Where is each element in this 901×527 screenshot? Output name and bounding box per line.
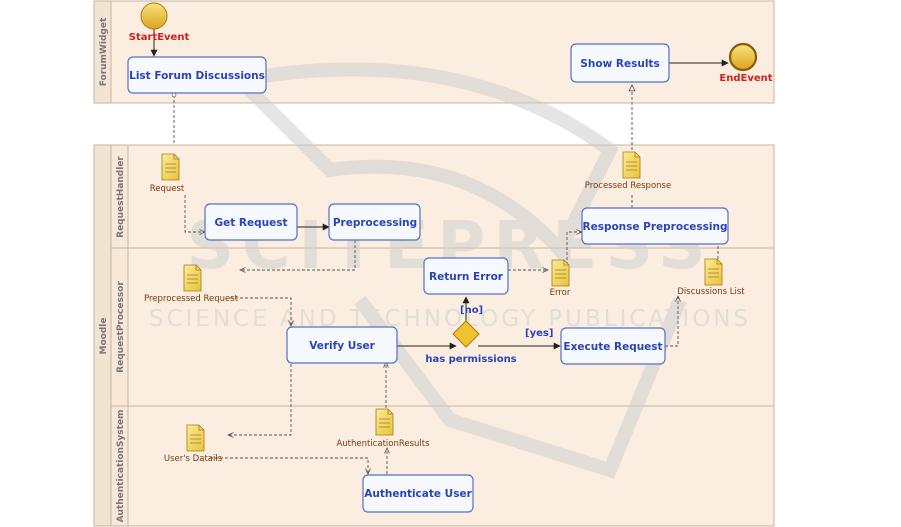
activity-authenticate-user[interactable]: Authenticate User <box>362 474 474 513</box>
start-event[interactable] <box>140 2 168 30</box>
guard-no: [no] <box>460 305 483 316</box>
sequence-flows <box>150 29 729 350</box>
document-request-label: Request <box>150 184 185 194</box>
activity-label: List Forum Discussions <box>129 70 265 82</box>
activity-label: Preprocessing <box>333 217 417 229</box>
data-flows <box>171 85 718 474</box>
activity-execute-request[interactable]: Execute Request <box>560 327 666 365</box>
lane-label-request-processor: RequestProcessor <box>116 281 126 373</box>
pool-label-moodle: Moodle <box>99 318 109 355</box>
document-users-details-icon <box>186 424 205 452</box>
activity-label: Execute Request <box>563 341 662 353</box>
document-discussions-list-icon <box>704 258 723 286</box>
activity-list-forum-discussions[interactable]: List Forum Discussions <box>127 56 267 94</box>
guard-yes: [yes] <box>525 328 553 339</box>
lane-label-authentication-system: AuthenticationSystem <box>116 410 126 523</box>
activity-label: Authenticate User <box>364 488 472 500</box>
document-users-details-label: User's Datails <box>164 454 223 464</box>
gateway-label: has permissions <box>425 354 516 365</box>
activity-response-preprocessing[interactable]: Response Preprocessing <box>581 207 729 245</box>
lane-label-forum-widget: ForumWidget <box>99 17 109 86</box>
activity-verify-user[interactable]: Verify User <box>286 326 398 364</box>
activity-label: Response Preprocessing <box>582 221 727 233</box>
start-event-label: StartEvent <box>129 32 190 43</box>
document-preprocessed-request-icon <box>183 264 202 292</box>
document-error-label: Error <box>550 288 571 298</box>
activity-return-error[interactable]: Return Error <box>423 257 509 295</box>
activity-label: Return Error <box>429 271 504 283</box>
document-discussions-list-label: Discussions List <box>677 287 745 297</box>
activity-label: Get Request <box>214 217 287 229</box>
document-processed-response-icon <box>622 151 641 179</box>
activity-preprocessing[interactable]: Preprocessing <box>328 203 421 241</box>
document-processed-response-label: Processed Response <box>585 181 671 191</box>
end-event[interactable] <box>728 42 758 72</box>
activity-show-results[interactable]: Show Results <box>570 43 670 83</box>
gateway-has-permissions[interactable] <box>452 320 480 348</box>
activity-label: Show Results <box>580 58 659 70</box>
watermark: SCITEPRESS SCIENCE AND TECHNOLOGY PUBLIC… <box>149 62 748 479</box>
document-authentication-results-icon <box>375 408 394 436</box>
activity-label: Verify User <box>309 340 375 352</box>
document-request-icon <box>161 153 180 181</box>
end-event-label: EndEvent <box>719 73 772 84</box>
document-preprocessed-request-label: Preprocessed Request <box>144 294 239 304</box>
document-error-icon <box>551 259 570 287</box>
activity-get-request[interactable]: Get Request <box>204 203 298 241</box>
lane-label-request-handler: RequestHandler <box>116 156 126 238</box>
document-authentication-results-label: AuthenticationResults <box>336 439 430 449</box>
